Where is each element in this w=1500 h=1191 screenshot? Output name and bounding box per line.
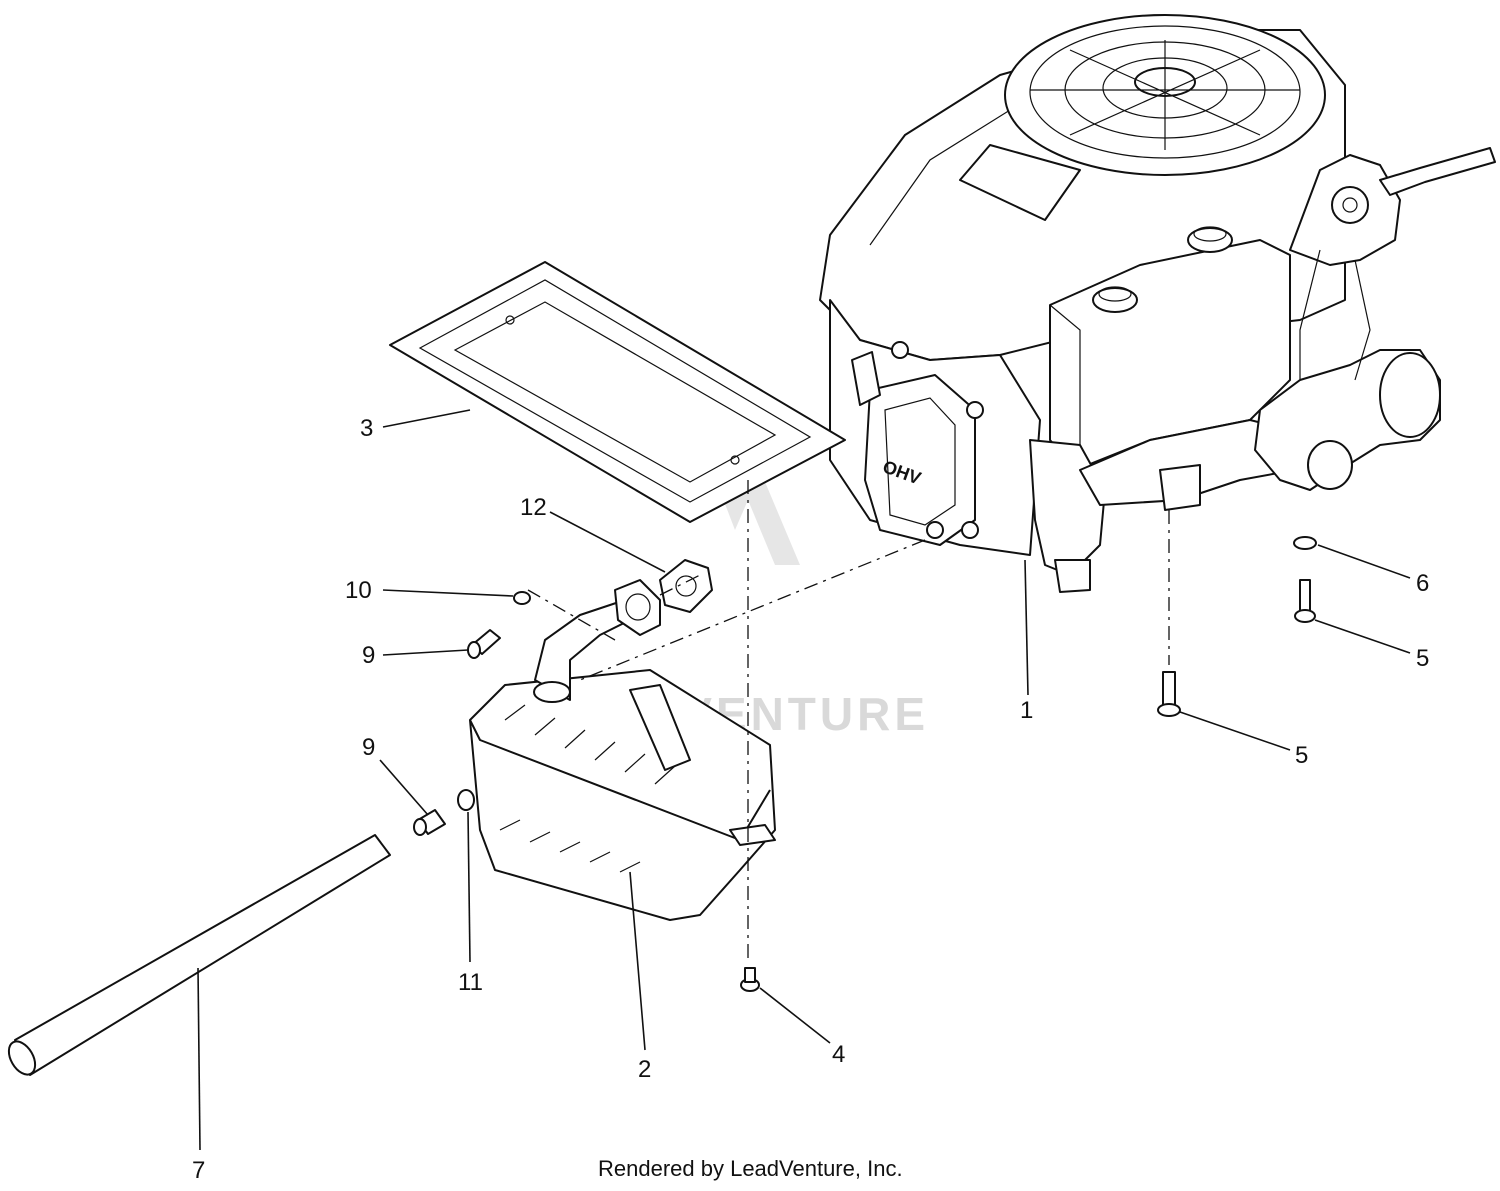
callout-7: 7 (192, 1157, 205, 1184)
callout-5-right: 5 (1416, 645, 1429, 672)
tube-part (7, 834, 391, 1076)
leader-lines (197, 409, 1411, 1151)
footer-credit: Rendered by LeadVenture, Inc. (598, 1156, 903, 1181)
callout-11: 11 (458, 969, 483, 996)
assembly-lines (527, 480, 1170, 960)
callout-1: 1 (1020, 697, 1033, 724)
callout-5-lower: 5 (1295, 742, 1308, 769)
callouts: 3 12 10 9 9 11 2 7 4 1 5 5 6 (192, 415, 1429, 1184)
gasket-part (659, 559, 713, 613)
hardware-parts (413, 536, 1317, 992)
callout-12: 12 (520, 494, 547, 521)
callout-3: 3 (360, 415, 373, 442)
callout-9-lower: 9 (362, 734, 375, 761)
muffler-part (469, 579, 776, 921)
callout-2: 2 (638, 1056, 651, 1083)
callout-10: 10 (345, 577, 372, 604)
callout-9-upper: 9 (362, 642, 375, 669)
engine-part: OHV (819, 14, 1496, 593)
callout-4: 4 (832, 1041, 845, 1068)
callout-6: 6 (1416, 570, 1429, 597)
heat-shield-part (389, 261, 846, 523)
